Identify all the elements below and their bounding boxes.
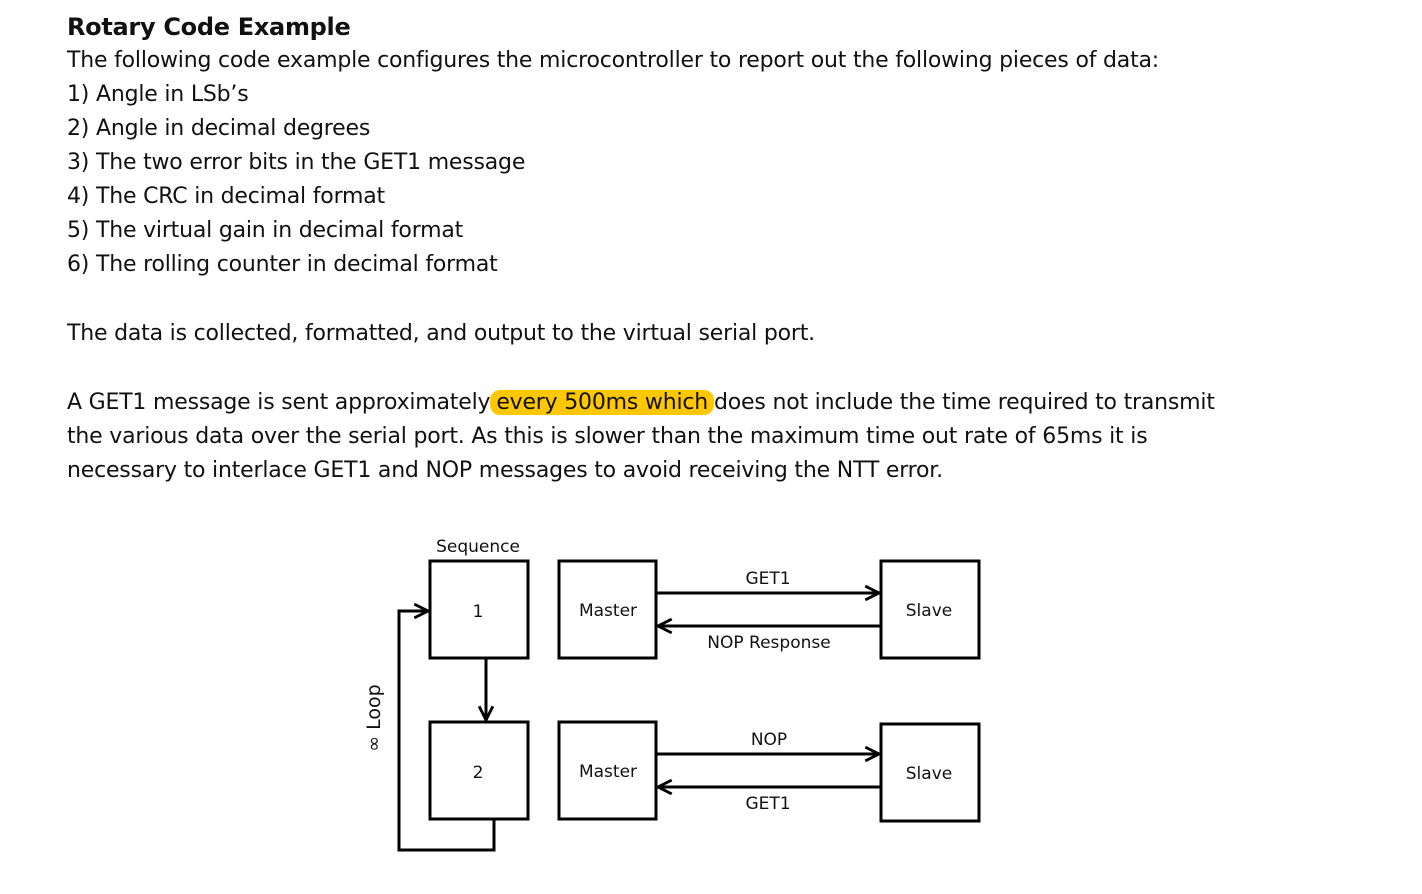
list-item: 6) The rolling counter in decimal format — [67, 252, 498, 277]
master-label: Master — [579, 762, 637, 782]
timing-text-line2: the various data over the serial port. A… — [67, 424, 1148, 449]
timing-text-start: A GET1 message is sent approximately — [67, 390, 491, 415]
output-paragraph: The data is collected, formatted, and ou… — [67, 321, 815, 346]
list-item: 1) Angle in LSb’s — [67, 82, 249, 107]
data-items-list: 1) Angle in LSb’s 2) Angle in decimal de… — [67, 78, 1367, 282]
slave-box — [879, 559, 981, 660]
sequence-step-number: 2 — [473, 763, 484, 783]
loop-arrow — [397, 611, 496, 852]
return-message-label: NOP Response — [707, 633, 830, 653]
list-item: 5) The virtual gain in decimal format — [67, 218, 464, 243]
timing-text-line3: necessary to interlace GET1 and NOP mess… — [67, 458, 943, 483]
slave-box — [879, 722, 981, 823]
slave-label: Slave — [906, 764, 952, 784]
forward-message-label: GET1 — [745, 569, 790, 589]
loop-label: ∞ Loop — [363, 684, 385, 751]
master-box — [557, 720, 658, 821]
sequence-step-number: 1 — [473, 602, 484, 622]
list-item: 2) Angle in decimal degrees — [67, 116, 371, 141]
list-item: 4) The CRC in decimal format — [67, 184, 385, 209]
master-box — [557, 559, 658, 660]
sequence-step-1-box — [428, 559, 530, 660]
document-body: Rotary Code Example The following code e… — [67, 10, 1367, 488]
sequence-label: Sequence — [436, 537, 520, 557]
return-message-label: GET1 — [745, 794, 790, 814]
forward-message-label: NOP — [751, 730, 787, 750]
page-title: Rotary Code Example — [67, 13, 351, 41]
timing-text-end: does not include the time required to tr… — [714, 390, 1215, 415]
master-label: Master — [579, 601, 637, 621]
sequence-step-2-box — [428, 720, 530, 821]
slave-label: Slave — [906, 601, 952, 621]
intro-paragraph: The following code example configures th… — [67, 48, 1160, 73]
highlighted-text: every 500ms which — [490, 390, 715, 415]
list-item: 3) The two error bits in the GET1 messag… — [67, 150, 526, 175]
